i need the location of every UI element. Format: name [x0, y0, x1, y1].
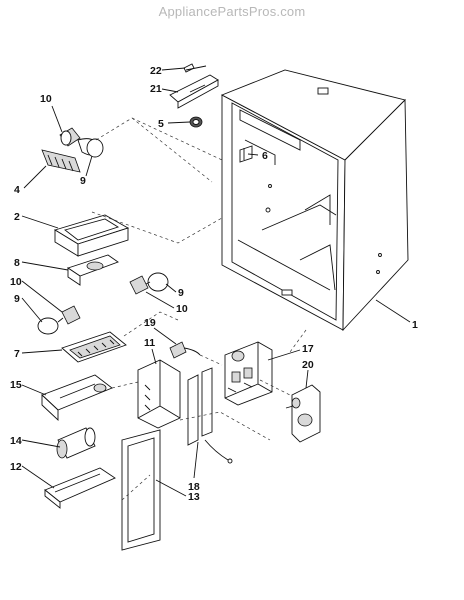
- label-14: 14: [10, 435, 22, 447]
- label-8: 8: [14, 257, 20, 269]
- thermistor-part-19: [169, 341, 201, 359]
- label-5: 5: [158, 118, 164, 130]
- socket-part-10-mid-left: [61, 305, 81, 325]
- label-9a: 9: [80, 175, 86, 187]
- label-6: 6: [262, 150, 268, 162]
- socket-part-10-mid-right: [129, 275, 149, 295]
- label-9b: 9: [14, 293, 20, 305]
- label-12: 12: [10, 461, 22, 473]
- assembly-lines: [91, 117, 307, 501]
- water-filter-part-14: [56, 427, 96, 459]
- bulb-part-9-upper: [77, 138, 104, 158]
- filter-head-part-15: [41, 374, 113, 422]
- label-13: 13: [188, 491, 200, 503]
- tube-part-18: [187, 367, 233, 464]
- label-7: 7: [14, 348, 20, 360]
- filter-cover-part-12: [44, 467, 116, 509]
- label-4: 4: [14, 184, 20, 196]
- label-19: 19: [144, 317, 156, 329]
- leader-lines: [21, 67, 411, 497]
- socket-part-10-upper: [59, 127, 81, 147]
- lens-part-7: [61, 331, 127, 363]
- label-21: 21: [150, 83, 162, 95]
- label-17: 17: [302, 343, 314, 355]
- screw-part-22: [183, 63, 207, 73]
- label-15: 15: [10, 379, 22, 391]
- label-22: 22: [150, 65, 162, 77]
- label-1: 1: [412, 319, 418, 331]
- bulb-part-9-mid-right: [145, 272, 169, 292]
- label-20: 20: [302, 359, 314, 371]
- socket-housing-part-8: [66, 254, 119, 286]
- control-housing-part-11: [137, 359, 181, 429]
- label-10a: 10: [40, 93, 52, 105]
- part-labels: 22 21 5 6 10 9 4 2 8 10 9 9 10 7 19 11 1…: [10, 65, 418, 503]
- label-2: 2: [14, 211, 20, 223]
- label-10b: 10: [10, 276, 22, 288]
- clip-part-6: [239, 145, 253, 163]
- control-board-part-17: [224, 341, 273, 406]
- grommet-part-5: [189, 116, 203, 128]
- label-18: 18: [188, 481, 200, 493]
- label-10c: 10: [176, 303, 188, 315]
- bracket-part-21: [169, 74, 219, 109]
- panel-part-13: [121, 429, 161, 551]
- label-9c: 9: [178, 287, 184, 299]
- bulb-part-9-mid-left: [37, 317, 64, 335]
- lamp-cover-part-4: [41, 149, 81, 173]
- water-valve-part-20: [285, 384, 321, 443]
- label-11: 11: [144, 337, 155, 349]
- liner-cabinet: [220, 69, 409, 332]
- light-housing-part-2: [53, 214, 130, 257]
- watermark: AppliancePartsPros.com: [158, 4, 306, 19]
